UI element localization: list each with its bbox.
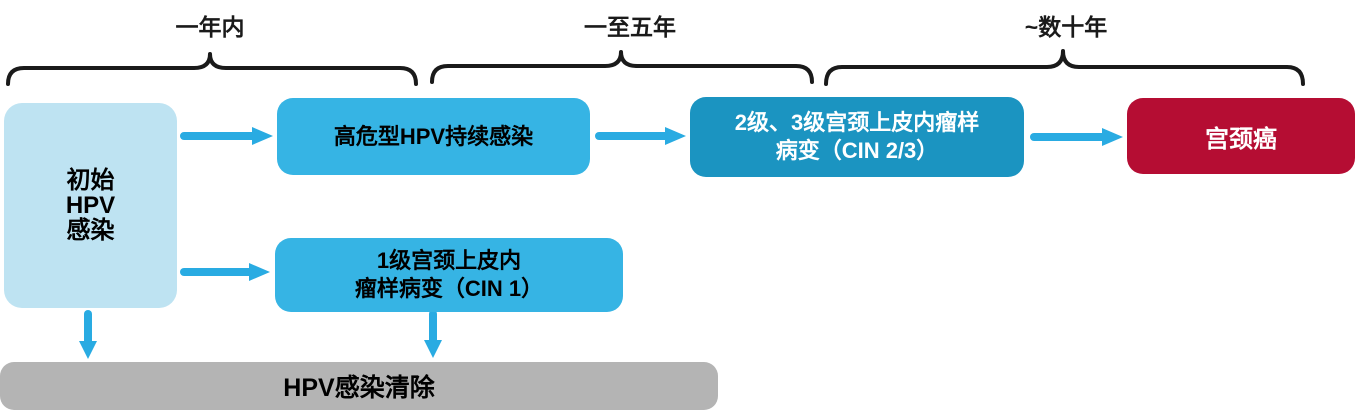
node-initial-line-2: HPV	[65, 192, 116, 219]
arrow-cin23-to-cancer	[1030, 128, 1123, 146]
brace-decades-icon	[824, 49, 1305, 86]
node-cervical-cancer: 宫颈癌	[1127, 98, 1355, 174]
node-cin-2-3: 2级、3级宫颈上皮内瘤样 病变（CIN 2/3）	[690, 97, 1024, 177]
node-persistent-label: 高危型HPV持续感染	[333, 124, 534, 149]
node-clearance-label: HPV感染清除	[283, 374, 435, 402]
node-cancer-label: 宫颈癌	[1205, 125, 1277, 153]
node-initial-line-3: 感染	[66, 217, 115, 244]
node-cin1-line-2: 瘤样病变（CIN 1）	[354, 276, 544, 301]
node-initial-line-1: 初始	[66, 167, 115, 194]
node-hpv-clearance: HPV感染清除	[0, 362, 718, 410]
arrow-initial-to-clearance	[79, 310, 97, 359]
node-persistent-high-risk-hpv: 高危型HPV持续感染	[277, 98, 590, 175]
brace-one-year-icon	[6, 52, 418, 86]
node-cin1-line-1: 1级宫颈上皮内	[376, 248, 522, 273]
arrow-cin1-to-clearance	[424, 310, 442, 358]
brace-one-to-five-years-icon	[430, 50, 814, 84]
node-cin23-line-1: 2级、3级宫颈上皮内瘤样	[734, 110, 980, 135]
node-cin-1: 1级宫颈上皮内 瘤样病变（CIN 1）	[275, 238, 623, 312]
timeline-label-decades: ~数十年	[1024, 14, 1108, 40]
arrow-initial-to-cin1	[180, 263, 270, 281]
arrow-initial-to-persistent	[180, 127, 273, 145]
arrow-persistent-to-cin23	[595, 127, 686, 145]
timeline-label-one-year: 一年内	[175, 14, 245, 40]
timeline-label-one-to-five-years: 一至五年	[584, 14, 676, 40]
node-cin23-line-2: 病变（CIN 2/3）	[775, 138, 939, 163]
node-initial-hpv-infection: 初始 HPV 感染	[4, 103, 177, 308]
